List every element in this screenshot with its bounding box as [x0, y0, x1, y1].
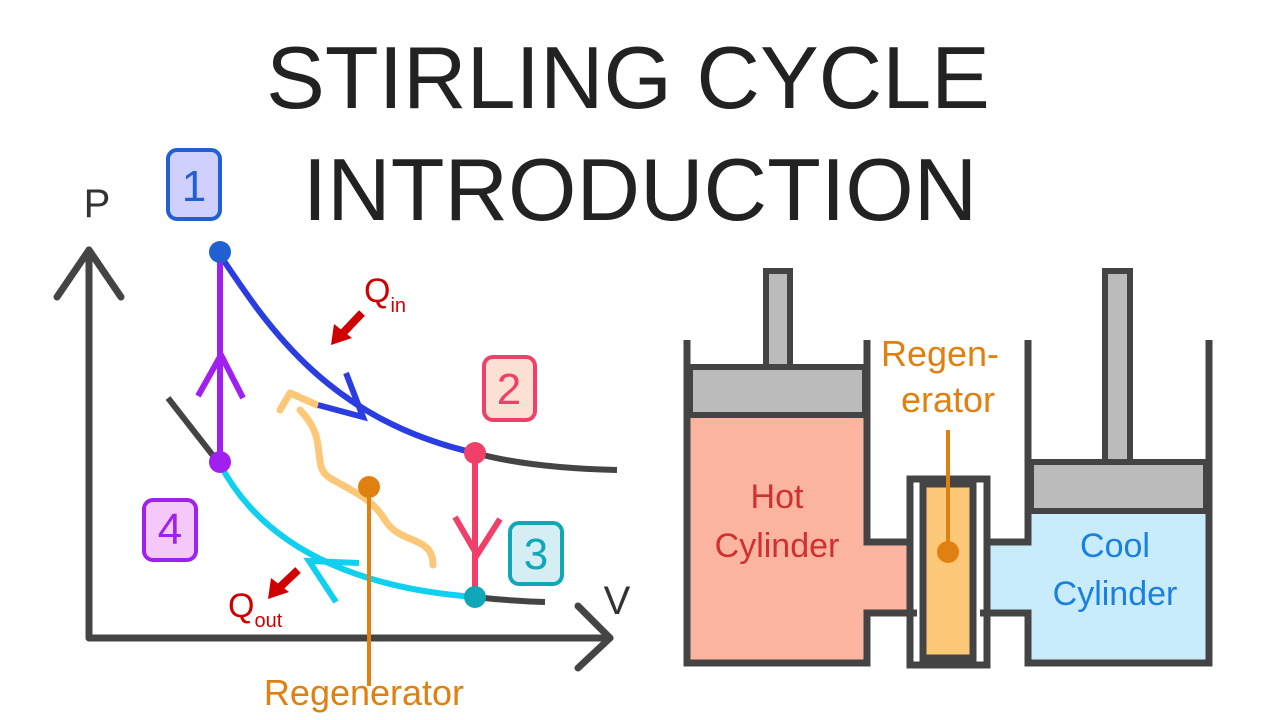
- state-point-1: [209, 241, 231, 263]
- cool-cylinder-label-1: Cool: [1080, 527, 1150, 565]
- y-axis-label: P: [84, 182, 111, 226]
- x-axis-label: V: [604, 579, 631, 623]
- hot-piston-rod: [763, 268, 793, 372]
- state-point-2: [464, 442, 486, 464]
- process-3-4-arrowhead: [303, 557, 360, 604]
- process-4-1-arrowhead: [195, 348, 246, 400]
- regenerator-point: [358, 476, 380, 498]
- q-out-label: Qout: [228, 587, 283, 632]
- state-point-3: [464, 586, 486, 608]
- hot-gas-fill: [687, 417, 867, 663]
- engine-schematic: [683, 268, 1213, 669]
- hot-isotherm-extension: [474, 450, 618, 473]
- svg-text:2: 2: [497, 365, 521, 414]
- cool-piston: [1028, 459, 1209, 514]
- state-label-4: 4: [142, 498, 198, 562]
- title-line-1: STIRLING CYCLE: [266, 28, 990, 127]
- cool-gas-fill: [1028, 512, 1209, 663]
- axes-lines: [85, 246, 614, 642]
- svg-text:3: 3: [524, 530, 548, 579]
- q-in-arrow-icon: [331, 310, 365, 345]
- engine-regenerator-label-1: Regen-: [881, 333, 999, 374]
- q-in-label: Qin: [364, 272, 406, 317]
- regenerator-label: Regenerator: [264, 672, 464, 713]
- regenerator-heat-flow: [276, 389, 437, 569]
- cool-cylinder-label-2: Cylinder: [1053, 575, 1178, 613]
- process-1-2-arrowhead: [317, 371, 368, 422]
- hot-cylinder-label-1: Hot: [751, 478, 804, 516]
- state-label-2: 2: [482, 355, 537, 422]
- cold-isotherm-extension-left: [165, 396, 221, 464]
- state-label-1: 1: [166, 148, 222, 221]
- y-axis-arrowhead: [53, 246, 125, 301]
- x-axis-arrowhead: [574, 602, 614, 672]
- state-point-4: [209, 451, 231, 473]
- hot-piston: [687, 364, 868, 418]
- state-label-3: 3: [508, 521, 564, 586]
- engine-regenerator-label-2: erator: [901, 379, 995, 420]
- engine-regenerator-dot: [937, 541, 959, 563]
- regenerator-core: [919, 480, 977, 662]
- cool-piston-rod: [1102, 268, 1133, 466]
- title-line-2: INTRODUCTION: [303, 140, 978, 239]
- hot-cylinder-label-2: Cylinder: [715, 527, 840, 565]
- q-out-arrow-icon: [268, 567, 301, 599]
- svg-text:4: 4: [158, 505, 182, 554]
- svg-text:1: 1: [182, 162, 206, 211]
- pv-axes: [53, 246, 614, 672]
- process-2-3-arrowhead: [452, 515, 503, 561]
- process-1-2-hot-isotherm: [217, 253, 476, 456]
